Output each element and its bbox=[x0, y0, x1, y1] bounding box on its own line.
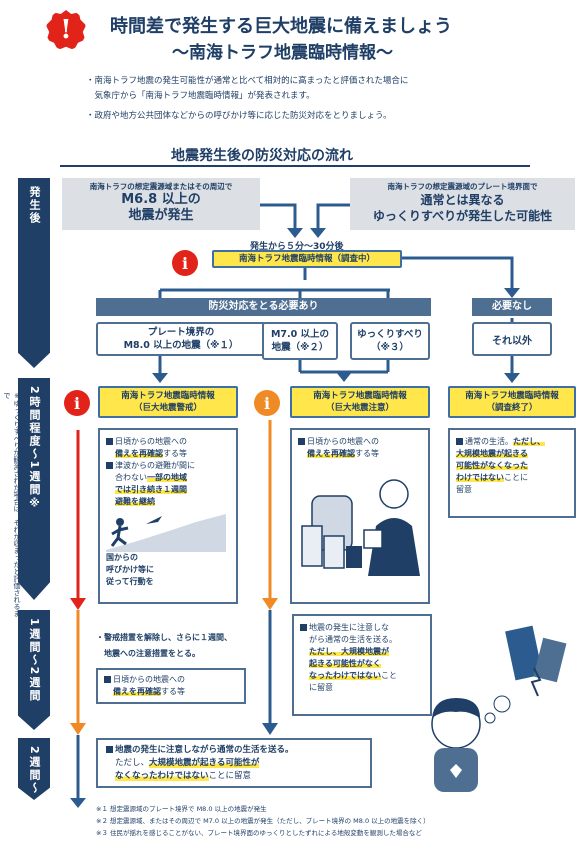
footnote-3: ※３ 住民が揺れを感じることがない、プレート境界面のゆっくりとしたずれによる地殻… bbox=[96, 829, 422, 837]
card-caution: 日頃からの地震への 備えを再確認する等 bbox=[290, 428, 430, 604]
trigger-slow-slip: 南海トラフの想定震源域のプレート境界面で 通常とは異なる ゆっくりすべりが発生し… bbox=[350, 178, 575, 230]
info-icon-red: i bbox=[172, 250, 198, 276]
flow-title-underline bbox=[60, 165, 530, 167]
page-subtitle: 〜南海トラフ地震臨時情報〜 bbox=[172, 43, 393, 63]
intro-bullet-1b: 気象庁から「南海トラフ地震臨時情報」が発表されます。 bbox=[86, 91, 315, 101]
card-warning: 日頃からの地震への 備えを再確認する等 津波からの避難が間に 合わない一部の地域… bbox=[98, 428, 238, 604]
phase-after-occurrence: 発生後 bbox=[18, 178, 50, 368]
evacuation-illustration bbox=[106, 514, 226, 552]
flow-title: 地震発生後の防災対応の流れ bbox=[171, 148, 353, 164]
footnote-1: ※１ 想定震源域のプレート境界で M8.0 以上の地震が発生 bbox=[96, 805, 267, 813]
page-title: 時間差で発生する巨大地震に備えましょう bbox=[110, 16, 452, 37]
card-end: 通常の生活。ただし、 大規模地震が起きる 可能性がなくなった わけではないことに… bbox=[448, 428, 576, 518]
phase-2week: 2週間〜 bbox=[18, 738, 50, 800]
need-banner: 防災対応をとる必要あり bbox=[96, 298, 431, 316]
footnote-2: ※２ 想定震源域、またはその周辺で M7.0 以上の地震が発生（ただし、プレート… bbox=[96, 817, 430, 825]
week-note-1: ・警戒措置を解除し、さらに１週間、 bbox=[96, 633, 232, 642]
week-note-2: 地震への注意措置をとる。 bbox=[96, 649, 200, 658]
info-caution-box: 南海トラフ地震臨時情報（巨大地震注意） bbox=[290, 386, 430, 418]
investigation-box: 南海トラフ地震臨時情報（調査中） bbox=[212, 250, 402, 268]
phase-2h-1week: 2時間程度〜1週間※ bbox=[18, 378, 50, 600]
week-card-left: 日頃からの地震への 備えを再確認する等 bbox=[96, 668, 246, 704]
person-thinking-illustration bbox=[431, 625, 567, 792]
info-icon-red-2: i bbox=[64, 390, 90, 416]
side-note: ※ゆっくりすべりが観測された場合は、それが収まったと評価されるまで bbox=[3, 392, 21, 617]
emergency-supplies-illustration bbox=[301, 479, 420, 576]
noneed-banner: 必要なし bbox=[472, 298, 552, 316]
case-other: それ以外 bbox=[472, 322, 552, 356]
time-label: 発生から５分〜30分後 bbox=[250, 242, 344, 252]
case-m7: M7.0 以上の地震（※２） bbox=[262, 322, 338, 360]
case-slow-slip: ゆっくりすべり（※３） bbox=[350, 322, 430, 360]
intro-bullet-1: ・南海トラフ地震の発生可能性が通常と比べて相対的に高まったと評価された場合に bbox=[86, 76, 409, 86]
intro-bullet-2: ・政府や地方公共団体などからの呼びかけ等に応じた防災対応をとりましょう。 bbox=[86, 111, 392, 121]
phase-1week-2week: 1週間〜2週間 bbox=[18, 610, 50, 730]
trigger-earthquake: 南海トラフの想定震源域またはその周辺で M6.8 以上の 地震が発生 bbox=[62, 178, 260, 230]
week-card-right: 地震の発生に注意しな がら通常の生活を送る。 ただし、大規模地震が 起きる可能性… bbox=[292, 614, 432, 716]
info-icon-orange: i bbox=[254, 390, 280, 416]
info-end-box: 南海トラフ地震臨時情報（調査終了） bbox=[448, 386, 576, 418]
info-warning-box: 南海トラフ地震臨時情報（巨大地震警戒） bbox=[98, 386, 238, 418]
final-card: 地震の発生に注意しながら通常の生活を送る。 ただし、大規模地震が起きる可能性が … bbox=[96, 738, 372, 788]
